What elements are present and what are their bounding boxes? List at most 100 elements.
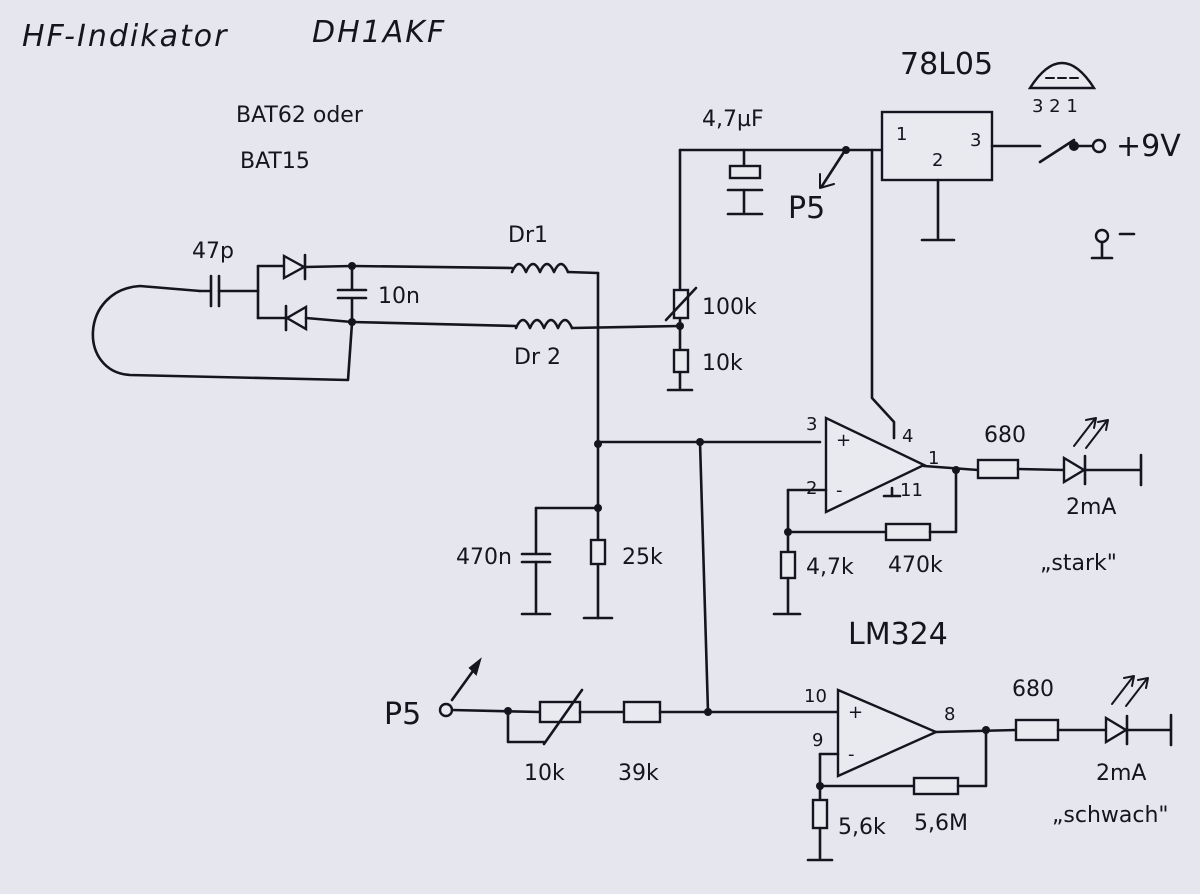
wire-470k-right bbox=[928, 468, 958, 534]
inductor-dr1 bbox=[510, 262, 570, 274]
label-10n: 10n bbox=[378, 284, 420, 309]
junction-rf-node bbox=[594, 440, 602, 448]
opamp-2 bbox=[836, 688, 939, 778]
label-78l05: 78L05 bbox=[900, 47, 993, 82]
label-lm324: LM324 bbox=[848, 617, 948, 652]
label-op1-pin11: 11 bbox=[900, 480, 923, 501]
led-stark bbox=[1062, 455, 1087, 485]
label-2ma-2: 2mA bbox=[1096, 761, 1146, 786]
label-reg-pin1: 1 bbox=[896, 124, 907, 145]
antenna-loop bbox=[91, 284, 354, 382]
capacitor-4u7-plus bbox=[728, 164, 762, 180]
label-reg-pinout: 3 2 1 bbox=[1032, 96, 1078, 117]
pot-10k bbox=[538, 700, 582, 724]
resistor-5m6 bbox=[912, 776, 960, 796]
resistor-680-2 bbox=[1014, 718, 1060, 742]
label-op2-pin10: 10 bbox=[804, 686, 827, 707]
wire-op1-out bbox=[922, 464, 980, 472]
led1-ray-head-1 bbox=[1085, 417, 1097, 429]
wire-to-op2-node bbox=[698, 440, 710, 714]
led2-ray-head-2 bbox=[1137, 677, 1149, 689]
led2-ray-head-1 bbox=[1123, 675, 1135, 687]
title-left: HF-Indikator bbox=[22, 19, 228, 54]
led2-ray-1 bbox=[1111, 677, 1133, 705]
label-op2-pin9: 9 bbox=[812, 730, 823, 751]
label-680-1: 680 bbox=[984, 423, 1026, 448]
title-right: DH1AKF bbox=[312, 15, 446, 50]
label-p5-bottom: P5 bbox=[384, 697, 421, 732]
label-op2-pin8: 8 bbox=[944, 704, 955, 725]
label-reg-pin3: 3 bbox=[970, 130, 981, 151]
label-4u7: 4,7µF bbox=[702, 107, 764, 132]
label-dr2: Dr 2 bbox=[514, 345, 561, 370]
label-op1-pin1: 1 bbox=[928, 448, 939, 469]
wire-d2-out bbox=[304, 316, 354, 324]
resistor-4k7 bbox=[779, 550, 797, 580]
diode-note-1: BAT62 oder bbox=[236, 103, 364, 128]
wire-vcc-to-op1 bbox=[870, 148, 896, 440]
trimmer-100k-arrow bbox=[664, 286, 698, 322]
label-op1-minus: - bbox=[836, 480, 843, 501]
power-switch bbox=[1038, 138, 1076, 164]
label-op1-pin2: 2 bbox=[806, 478, 817, 499]
junction-op1-out bbox=[952, 466, 960, 474]
label-stark: „stark" bbox=[1040, 551, 1117, 576]
resistor-39k bbox=[622, 700, 662, 724]
label-4k7: 4,7k bbox=[806, 555, 854, 580]
label-dr1: Dr1 bbox=[508, 223, 548, 248]
wire-dr1-out bbox=[566, 270, 600, 275]
wire-d1-out bbox=[303, 264, 354, 269]
label-10k-top: 10k bbox=[702, 351, 743, 376]
resistor-5k6 bbox=[811, 798, 829, 830]
arrowhead-p5-bottom bbox=[468, 657, 482, 676]
resistor-25k bbox=[589, 538, 607, 566]
label-schwach: „schwach" bbox=[1052, 803, 1169, 828]
label-25k: 25k bbox=[622, 545, 663, 570]
wire-5m6-right bbox=[956, 728, 988, 788]
wire-dr2-out bbox=[570, 324, 682, 330]
junction-op2-plus bbox=[704, 708, 712, 716]
label-op1-plus: + bbox=[836, 430, 851, 451]
diode-d1 bbox=[282, 253, 307, 281]
led1-ray-2 bbox=[1085, 421, 1107, 449]
led-schwach bbox=[1104, 715, 1129, 745]
resistor-10k-top bbox=[672, 348, 690, 374]
label-100k: 100k bbox=[702, 295, 757, 320]
junction-trimmer bbox=[676, 322, 684, 330]
led1-ray-1 bbox=[1073, 419, 1095, 447]
label-10k-pot: 10k bbox=[524, 761, 565, 786]
label-5m6: 5,6M bbox=[914, 811, 968, 836]
wire-to-dr2 bbox=[350, 320, 518, 328]
label-plus-9v: +9V bbox=[1116, 129, 1181, 164]
label-op2-plus: + bbox=[848, 702, 863, 723]
label-op2-minus: - bbox=[848, 744, 855, 765]
label-5k6: 5,6k bbox=[838, 815, 886, 840]
label-op1-pin3: 3 bbox=[806, 414, 817, 435]
terminal-plus-9v bbox=[1091, 138, 1107, 154]
label-39k: 39k bbox=[618, 761, 659, 786]
diode-note-2: BAT15 bbox=[240, 149, 310, 174]
to92-package-icon bbox=[1027, 62, 1097, 90]
wire-p5-to-pot bbox=[450, 708, 542, 714]
wire-pot-bypass bbox=[506, 709, 546, 744]
wire-to-led1 bbox=[1016, 467, 1066, 472]
label-470n: 470n bbox=[456, 545, 512, 570]
label-p5-top: P5 bbox=[788, 191, 825, 226]
inductor-dr2 bbox=[514, 318, 574, 330]
label-2ma-1: 2mA bbox=[1066, 495, 1116, 520]
junction-470n bbox=[594, 504, 602, 512]
resistor-680-1 bbox=[976, 458, 1020, 480]
terminal-ground bbox=[1094, 228, 1110, 244]
arrowhead-p5-top bbox=[819, 173, 835, 189]
label-470k: 470k bbox=[888, 553, 943, 578]
label-47p: 47p bbox=[192, 239, 234, 264]
pot-10k-arrow bbox=[542, 688, 584, 746]
label-reg-pin2: 2 bbox=[932, 150, 943, 171]
wire-to-dr1 bbox=[350, 264, 514, 270]
wire-op2-out bbox=[934, 728, 1018, 734]
resistor-470k bbox=[884, 522, 932, 542]
led1-ray-head-2 bbox=[1097, 419, 1109, 431]
label-680-2: 680 bbox=[1012, 677, 1054, 702]
terminal-p5-bottom bbox=[438, 702, 454, 718]
